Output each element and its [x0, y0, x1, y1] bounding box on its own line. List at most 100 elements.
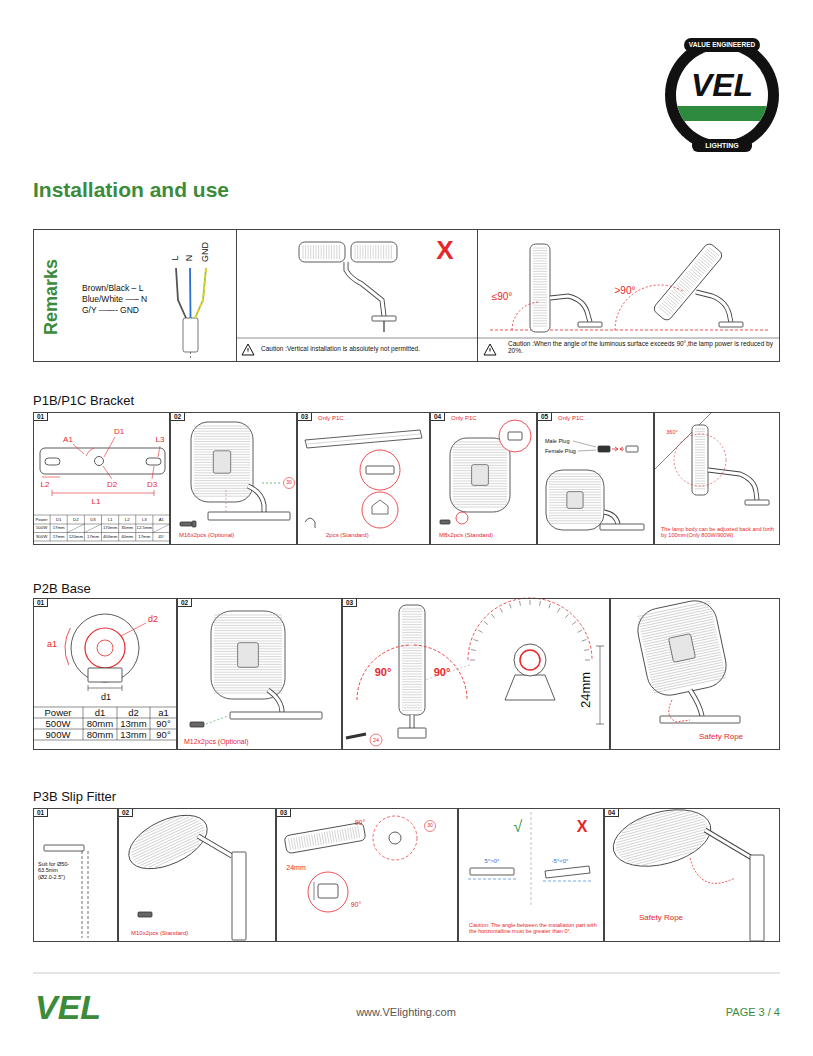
lamp-fin	[402, 611, 422, 612]
angle-arc	[65, 628, 70, 665]
callout-label: Female Plug	[545, 448, 576, 454]
cable-end	[190, 352, 191, 360]
lamp-fin	[533, 315, 547, 316]
step-number: 02	[178, 599, 192, 607]
lamp-fin	[337, 830, 339, 842]
lamp-fin	[194, 483, 250, 484]
lamp-fin	[402, 687, 422, 688]
lamp-fin	[378, 245, 379, 259]
bracket-arm	[550, 296, 590, 322]
lamp-fin	[296, 837, 298, 849]
lamp-fin	[533, 300, 547, 301]
lamp-fin	[319, 833, 321, 845]
page-title: Installation and use	[33, 178, 229, 201]
table-cell: D1	[56, 517, 62, 522]
angle-arc	[512, 302, 540, 330]
table-cell: 13mm	[120, 718, 146, 728]
callout-label: Brown/Black – L	[82, 284, 143, 293]
lamp-fin	[214, 672, 282, 673]
lamp-housing	[191, 422, 253, 502]
callout-label: G/Y —–-- GND	[82, 306, 139, 315]
callout-label: X	[436, 236, 453, 265]
callout-circle	[425, 821, 436, 832]
lamp-fin	[616, 824, 706, 848]
scale-tick	[585, 660, 590, 661]
pivot	[389, 832, 401, 844]
lamp-fin	[402, 642, 422, 643]
lamp-fin	[402, 697, 422, 698]
bracket-arm-fill	[410, 715, 413, 728]
lamp-fin	[194, 449, 250, 450]
lamp-fin	[533, 253, 547, 254]
arrow	[612, 447, 618, 451]
footer-text: www.VElighting.com	[356, 1006, 456, 1018]
lamp-fin	[214, 633, 282, 634]
lamp-fin	[340, 829, 342, 841]
dimension-tick	[52, 490, 53, 496]
lamp-fin	[402, 694, 422, 695]
lamp-fin	[347, 828, 349, 840]
callout-label: L	[171, 255, 181, 260]
lamp-fin	[533, 266, 547, 267]
lamp-fin	[402, 609, 422, 610]
bracket-arm	[696, 292, 731, 322]
bolt	[190, 722, 204, 727]
step-number: 03	[343, 599, 357, 607]
lamp-fin	[373, 245, 374, 259]
table-cell: 35mm	[121, 526, 133, 531]
lamp-fin	[549, 474, 601, 475]
lamp-housing	[530, 244, 550, 332]
bracket-arm	[705, 830, 752, 858]
step-panel: 04Safety Rope	[604, 808, 780, 942]
scale-tick	[565, 614, 568, 618]
lamp-fin	[549, 481, 601, 482]
lamp-drawing	[546, 470, 604, 530]
lamp-fin	[402, 632, 422, 633]
table-cell: 900W	[46, 729, 71, 739]
lamp-fin	[194, 478, 250, 479]
variant-note: Only P1C	[318, 415, 344, 422]
bracket-arm	[248, 486, 264, 512]
table-blank	[153, 524, 170, 533]
base-outline	[71, 614, 139, 682]
callout-circle	[370, 734, 382, 746]
lamp-fin	[324, 832, 326, 844]
rotation-circle	[674, 434, 726, 486]
rail-detail	[366, 466, 394, 474]
lamp-fin	[214, 674, 282, 675]
lamp-fin	[360, 245, 361, 259]
table-cell: d2	[128, 707, 139, 717]
lamp-fin	[695, 442, 705, 443]
logo-face	[676, 49, 768, 141]
callout-label: ≤90°	[492, 291, 513, 302]
zoom-circle	[360, 450, 400, 490]
table-rule	[150, 707, 151, 740]
lamp-fin	[453, 507, 507, 508]
scale-tick	[539, 601, 541, 606]
adjust-note: The lamp body can be adjusted back and f…	[661, 526, 775, 539]
logo-banner	[692, 139, 752, 152]
zoom-circle	[308, 872, 348, 912]
divider-line	[236, 338, 780, 339]
lamp-fin	[533, 297, 547, 298]
lamp-hub	[238, 643, 259, 668]
step-number: 02	[171, 413, 185, 421]
lamp-fin	[695, 470, 705, 471]
callout-label: N	[185, 255, 195, 262]
section-title: Remarks	[41, 259, 62, 335]
scale-tick	[558, 608, 561, 612]
lamp-fin	[327, 832, 329, 844]
lamp-fin	[533, 255, 547, 256]
center-hole	[95, 457, 104, 466]
lamp-fin	[194, 433, 250, 434]
dimension-line	[42, 477, 60, 478]
lamp-fin	[695, 481, 705, 482]
table-rule	[152, 515, 153, 541]
table-cell: Power	[36, 517, 48, 522]
step-panel: 03Only P1C2pcs (Standard)	[297, 412, 430, 545]
lamp-fin	[695, 475, 705, 476]
lamp-fin	[533, 261, 547, 262]
step-number: 04	[431, 413, 445, 421]
bolt	[192, 521, 196, 527]
divider-line	[531, 812, 532, 905]
